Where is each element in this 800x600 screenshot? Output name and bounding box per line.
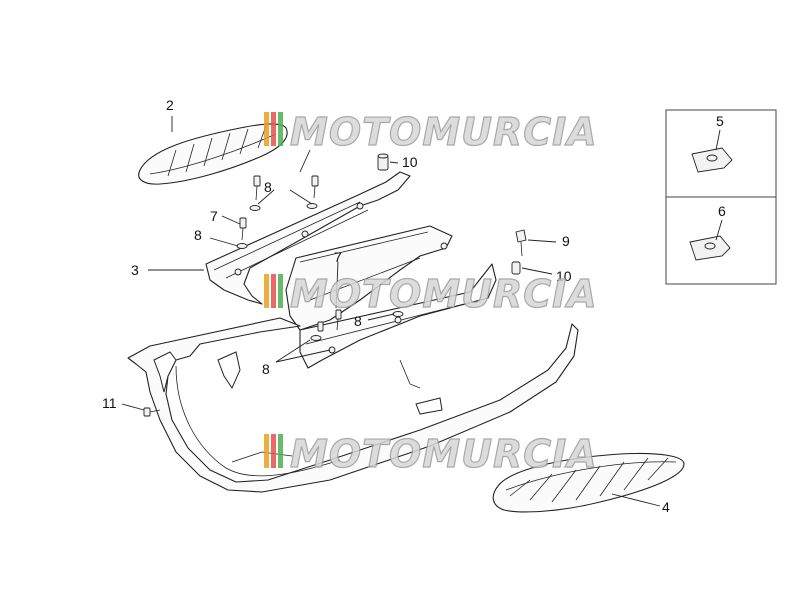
callout-4: 4	[662, 499, 670, 515]
callout-10-top: 10	[402, 154, 418, 170]
callout-8-mid: 8	[354, 313, 362, 329]
watermark-text-middle: MOTOMURCIA	[290, 272, 598, 316]
watermark-text-top: MOTOMURCIA	[290, 110, 598, 154]
watermark-bottom: MOTOMURCIA	[264, 431, 598, 477]
inset-panel	[665, 109, 777, 285]
part-5-clip-nut	[691, 147, 733, 173]
watermark-top: MOTOMURCIA	[264, 109, 598, 155]
watermark-text-bottom: MOTOMURCIA	[290, 432, 598, 476]
part-2-upper-mat	[138, 123, 288, 185]
hardware-fasteners	[143, 153, 527, 417]
leader-lines	[121, 116, 723, 507]
callout-8-bottom: 8	[262, 361, 270, 377]
callout-7-lower: 7	[334, 249, 342, 265]
callout-labels: 2 3 4 5 6 7 7 8 8 8 8 9 10 10 11	[102, 97, 726, 515]
part-3-footboard-frame	[205, 171, 497, 369]
watermark-middle: MOTOMURCIA	[264, 271, 598, 317]
callout-8-left: 8	[194, 227, 202, 243]
callout-10-right: 10	[556, 268, 572, 284]
callout-11: 11	[102, 395, 117, 411]
part-4-footrest-mat	[492, 452, 685, 513]
part-lower-underbody	[127, 317, 579, 493]
callout-9: 9	[562, 233, 570, 249]
callout-5: 5	[716, 113, 724, 129]
callout-2: 2	[166, 97, 174, 113]
callout-3: 3	[131, 262, 139, 278]
part-6-clip-nut	[689, 235, 731, 261]
callout-6: 6	[718, 203, 726, 219]
callout-8-top: 8	[264, 179, 272, 195]
callout-7-upper: 7	[210, 208, 218, 224]
